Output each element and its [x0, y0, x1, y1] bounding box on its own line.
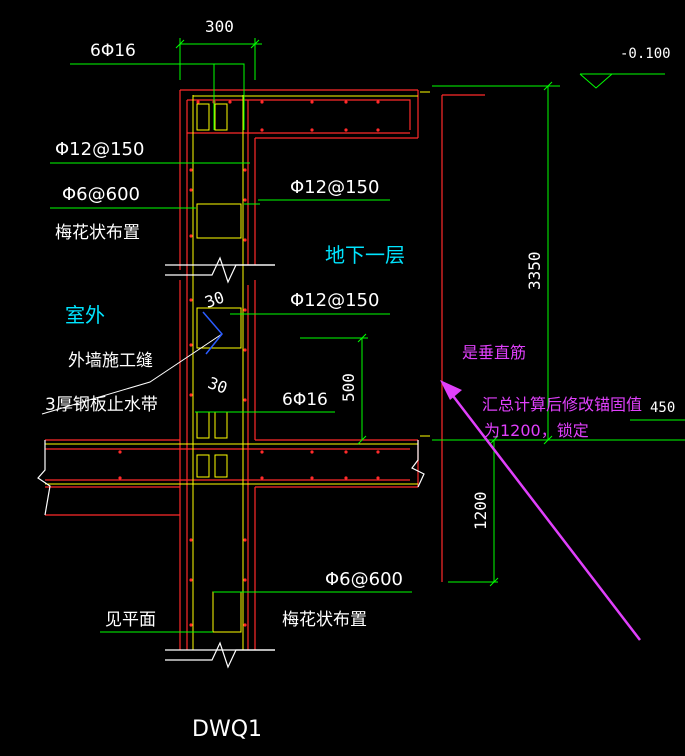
- label-tie-2-note: 梅花状布置: [282, 610, 367, 630]
- label-rebar-inner-1: Φ12@150: [290, 177, 379, 198]
- label-rebar-wall-1: Φ12@150: [55, 139, 144, 160]
- break-lines: [37, 256, 425, 669]
- dim-500: 500: [339, 373, 358, 402]
- rebar-lines: [45, 91, 430, 650]
- annotation-note-line2: 为1200，锁定: [484, 421, 589, 440]
- dimension-lines: [50, 38, 685, 633]
- label-floor: 地下一层: [325, 243, 405, 267]
- joint-leaders: [41, 333, 223, 415]
- label-waterstop: 3厚钢板止水带: [45, 395, 158, 415]
- dim-right: 450: [650, 400, 675, 416]
- dim-3350: 3350: [525, 251, 544, 290]
- construction-joint: [202, 311, 223, 355]
- label-tie-2: Φ6@600: [325, 569, 403, 590]
- drawing-id: DWQ1: [192, 717, 262, 742]
- label-rebar-mid: 6Φ16: [282, 390, 328, 410]
- label-outside: 室外: [65, 303, 105, 327]
- dim-1200: 1200: [471, 491, 490, 530]
- label-elevation: -0.100: [620, 46, 671, 62]
- label-see-plan: 见平面: [105, 610, 156, 630]
- label-tie-1: Φ6@600: [62, 184, 140, 205]
- label-rebar-inner-2: Φ12@150: [290, 290, 379, 311]
- annotation-note-line1: 汇总计算后修改锚固值: [482, 395, 642, 414]
- dim-top-300: 300: [205, 17, 234, 36]
- annotation-vertical-bar: 是垂直筋: [462, 343, 526, 362]
- annotation-arrow: [440, 380, 641, 641]
- concrete-outline: [45, 89, 485, 650]
- label-rebar-top: 6Φ16: [90, 41, 136, 61]
- label-joint: 外墙施工缝: [68, 351, 153, 371]
- label-tie-1-note: 梅花状布置: [55, 223, 140, 243]
